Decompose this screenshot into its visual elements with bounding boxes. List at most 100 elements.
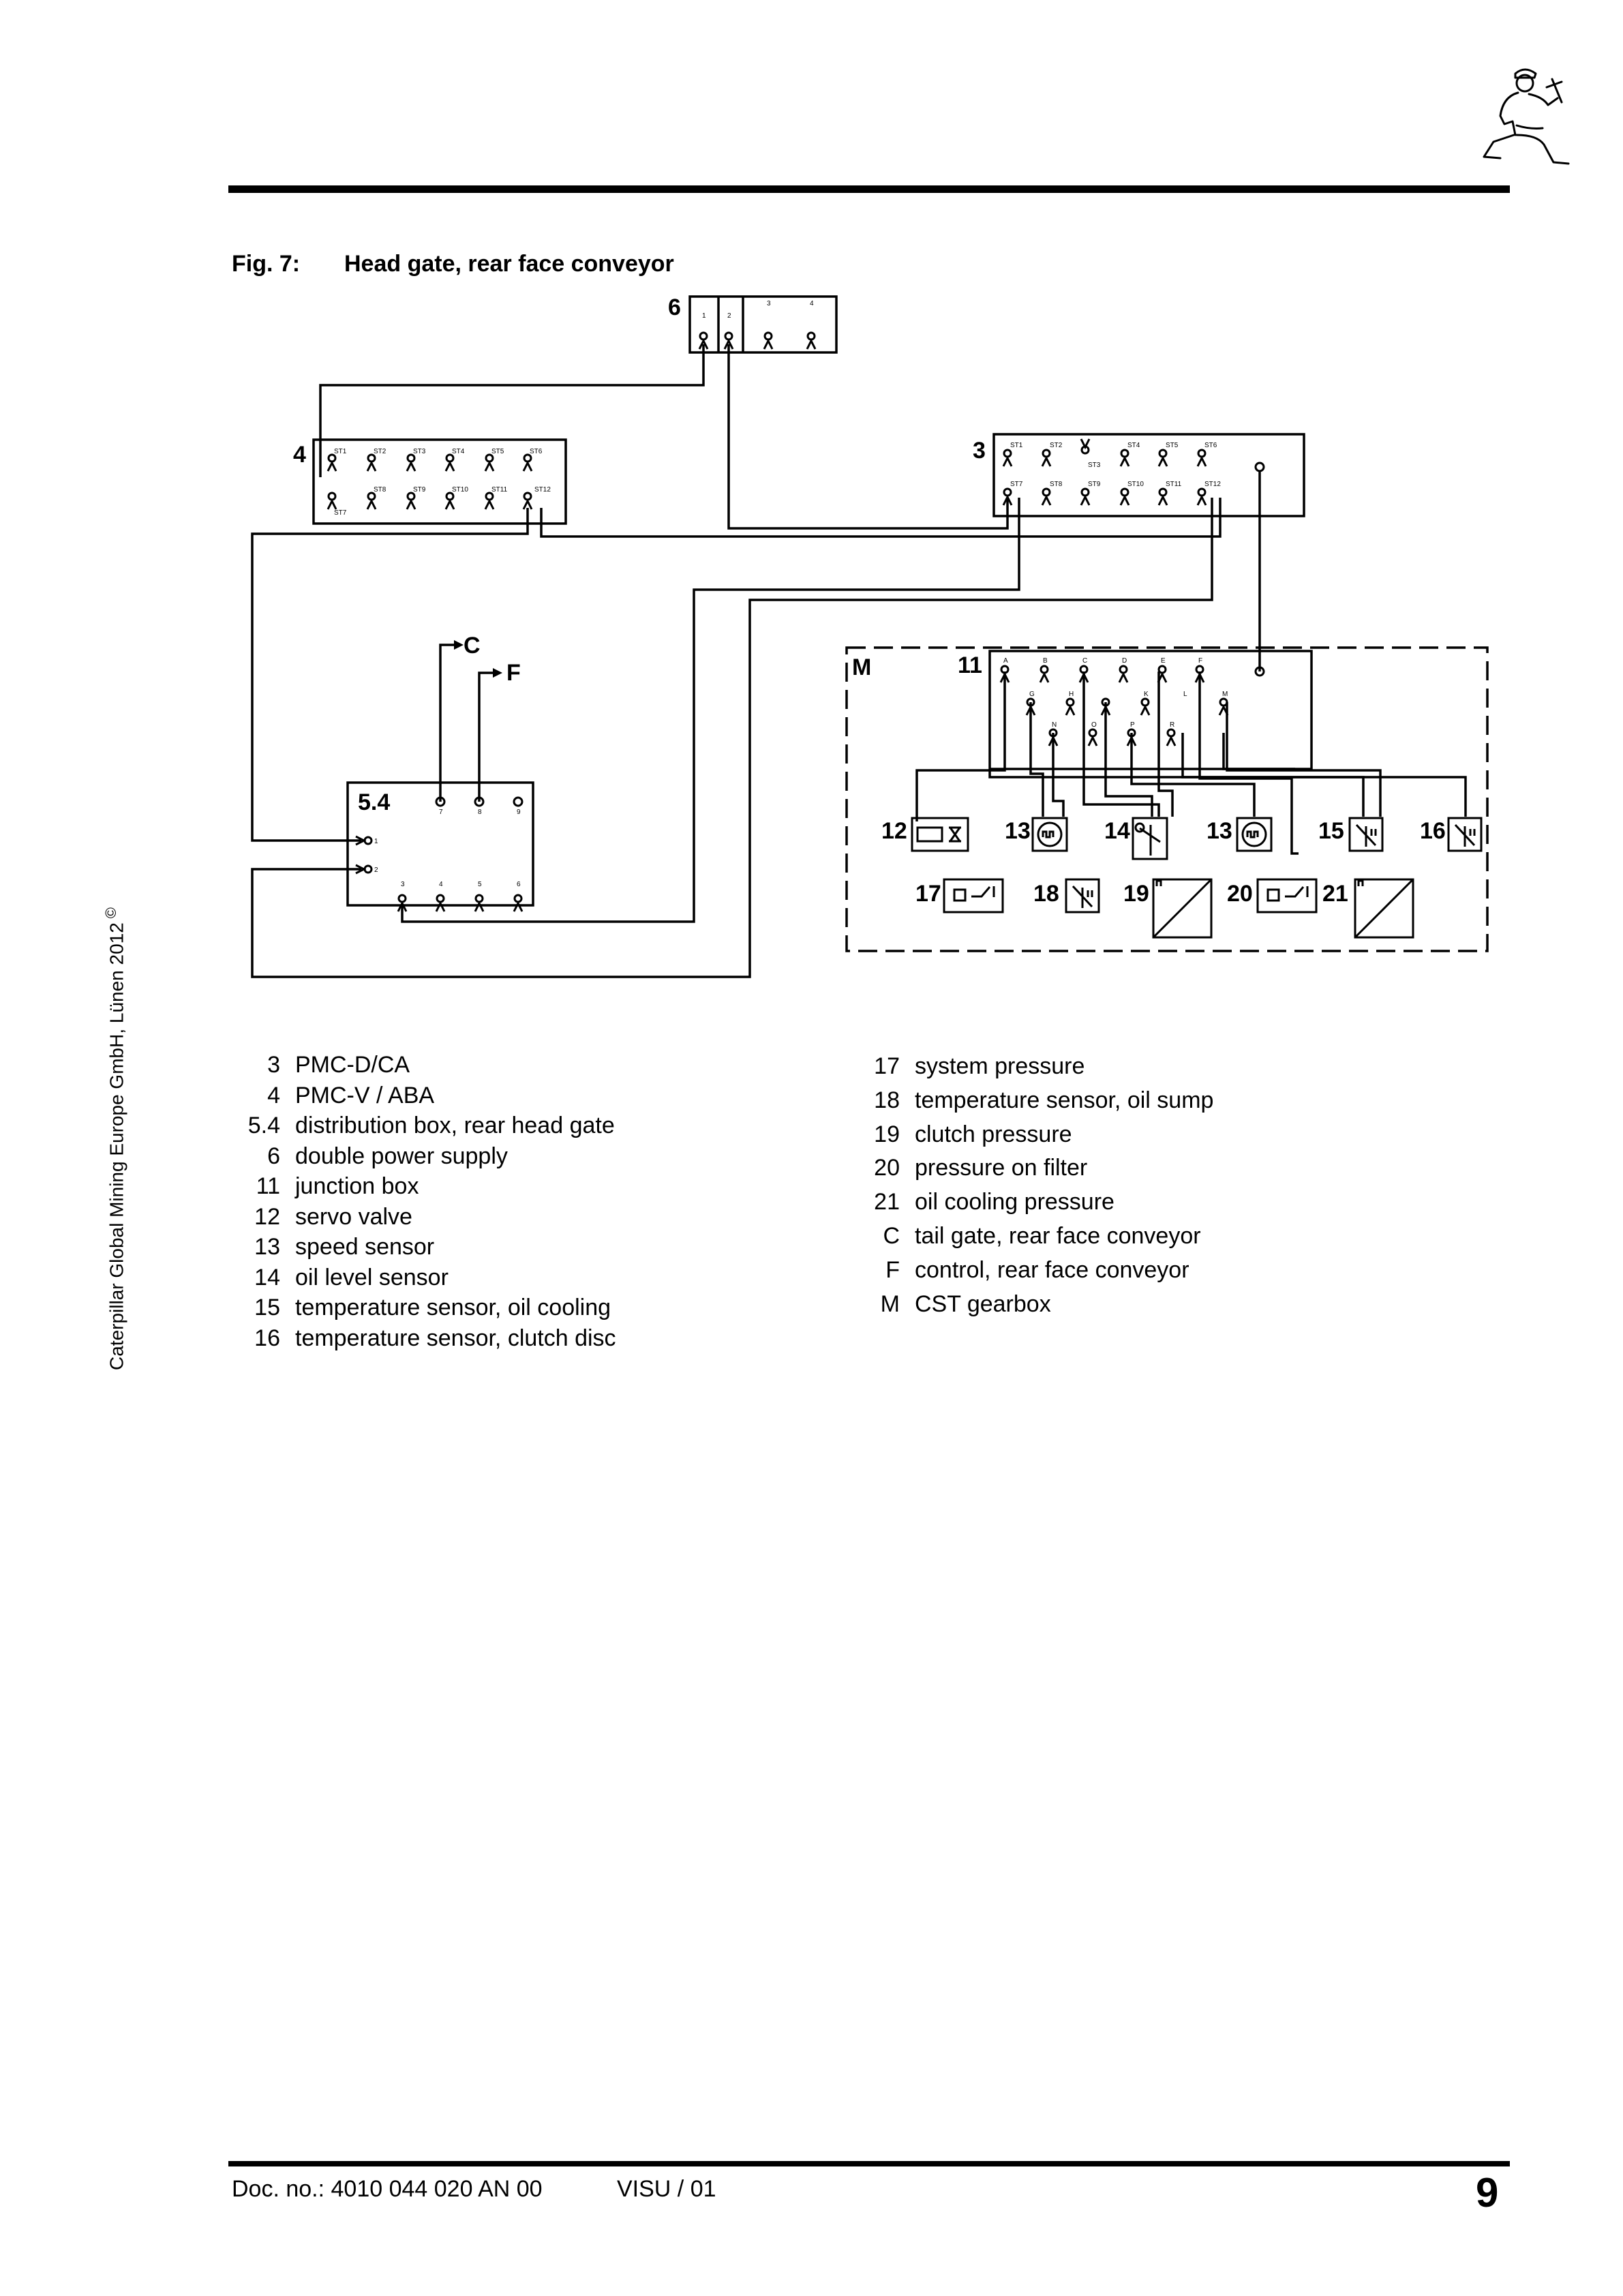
legend-key: 5.4 — [247, 1113, 280, 1138]
connector-socket-icon — [1065, 697, 1076, 716]
legend-text: PMC-V / ABA — [295, 1082, 435, 1108]
box-6 — [688, 295, 838, 354]
pin-label: E — [1161, 657, 1166, 665]
figure-title: Head gate, rear face conveyor — [344, 251, 674, 277]
connector-socket-icon — [1039, 665, 1050, 683]
legend-text: system pressure — [915, 1053, 1085, 1079]
pin-label: N — [1052, 721, 1057, 729]
pin-label: ST2 — [1050, 442, 1063, 449]
connector-socket-icon — [397, 894, 408, 912]
label-unit-15: 15 — [1318, 818, 1344, 844]
wiring-diagram: 6 4 3 5.4 M 11 C F 12 13 14 13 15 16 17 … — [251, 294, 1489, 978]
servo-valve-symbol — [911, 817, 969, 852]
label-unit-21: 21 — [1322, 881, 1348, 907]
connector-socket-icon — [366, 492, 377, 510]
pin-label: ST5 — [1166, 442, 1179, 449]
legend-item: 4 PMC-V / ABA — [242, 1081, 616, 1111]
pressure-switch-symbol — [943, 878, 1004, 913]
pin-label: ST1 — [334, 448, 347, 455]
legend-item: 12 servo valve — [242, 1202, 616, 1233]
legend-key: 6 — [267, 1143, 280, 1169]
pin-label: ST3 — [413, 448, 426, 455]
connector-socket-icon — [1041, 449, 1052, 467]
label-unit-3: 3 — [973, 438, 986, 464]
connector-socket-icon — [1025, 697, 1036, 716]
box-11 — [988, 650, 1313, 770]
legend-text: temperature sensor, oil cooling — [295, 1295, 611, 1320]
connector-socket-icon — [1140, 697, 1151, 716]
arrow-c-icon — [454, 640, 464, 650]
terminal-point — [513, 796, 524, 807]
pin-label: 4 — [439, 881, 443, 888]
connector-socket-icon — [1118, 665, 1129, 683]
connector-socket-icon — [484, 492, 495, 510]
legend-key: 3 — [267, 1052, 280, 1078]
pin-label: M — [1222, 691, 1228, 698]
pin-label: P — [1130, 721, 1135, 729]
pin-label: ST9 — [1088, 481, 1101, 488]
connector-socket-icon — [1196, 449, 1207, 467]
legend-text: servo valve — [295, 1203, 412, 1230]
pin-label: ST12 — [534, 486, 551, 494]
legend-text: tail gate, rear face conveyor — [915, 1222, 1201, 1249]
page-number: 9 — [1476, 2170, 1499, 2216]
connector-socket-icon — [1078, 665, 1089, 683]
legend-item: 6 double power supply — [242, 1141, 616, 1172]
pin-label: ST11 — [1166, 481, 1182, 488]
connector-socket-icon — [444, 453, 455, 472]
document-number: Doc. no.: 4010 044 020 AN 00 — [232, 2176, 543, 2202]
legend-text: control, rear face conveyor — [915, 1256, 1189, 1283]
legend-key: 16 — [254, 1325, 280, 1351]
pin-label: ST6 — [1204, 442, 1217, 449]
legend-key: 13 — [254, 1234, 280, 1260]
legend-text: oil cooling pressure — [915, 1189, 1114, 1215]
copyright-notice: Caterpillar Global Mining Europe GmbH, L… — [102, 907, 127, 1370]
connector-socket-icon — [444, 492, 455, 510]
pin-label: ST4 — [452, 448, 465, 455]
connector-socket-icon — [355, 864, 373, 875]
legend-key: 12 — [254, 1203, 280, 1230]
connector-socket-icon — [474, 894, 485, 912]
pin-label: F — [1198, 657, 1202, 665]
connector-socket-icon — [999, 665, 1010, 683]
legend-item: 13 speed sensor — [242, 1232, 616, 1263]
legend-text: junction box — [295, 1173, 419, 1199]
temperature-sensor-symbol — [1065, 878, 1100, 913]
connector-socket-icon — [406, 453, 416, 472]
legend-text: speed sensor — [295, 1234, 435, 1260]
legend-key: 19 — [874, 1121, 900, 1147]
box-3 — [992, 433, 1305, 517]
label-unit-20: 20 — [1227, 881, 1253, 907]
connector-socket-icon — [1048, 728, 1059, 746]
connector-socket-icon — [1126, 728, 1137, 746]
legend-key: 4 — [267, 1082, 280, 1108]
pin-label: ST8 — [1050, 481, 1063, 488]
pin-label: R — [1170, 721, 1174, 729]
legend-text: double power supply — [295, 1143, 508, 1169]
label-unit-12: 12 — [881, 818, 907, 844]
speed-sensor-symbol — [1031, 817, 1068, 852]
legend-text: distribution box, rear head gate — [295, 1113, 615, 1138]
terminal-point — [474, 796, 485, 807]
connector-socket-icon — [406, 492, 416, 510]
temperature-sensor-symbol — [1348, 817, 1384, 852]
label-unit-17: 17 — [915, 881, 941, 907]
legend-text: pressure on filter — [915, 1155, 1088, 1181]
label-c: C — [464, 633, 481, 659]
figure-caption: Fig. 7:Head gate, rear face conveyor — [232, 251, 674, 277]
box-4 — [312, 438, 567, 525]
terminal-point — [1254, 666, 1265, 677]
pin-label: B — [1043, 657, 1048, 665]
pin-label: K — [1144, 691, 1149, 698]
pin-label: 2 — [374, 866, 378, 874]
label-unit-6: 6 — [668, 294, 681, 320]
oil-level-sensor-symbol — [1132, 817, 1168, 860]
connector-socket-icon — [484, 453, 495, 472]
label-unit-5-4: 5.4 — [358, 789, 390, 815]
connector-socket-icon — [522, 453, 533, 472]
